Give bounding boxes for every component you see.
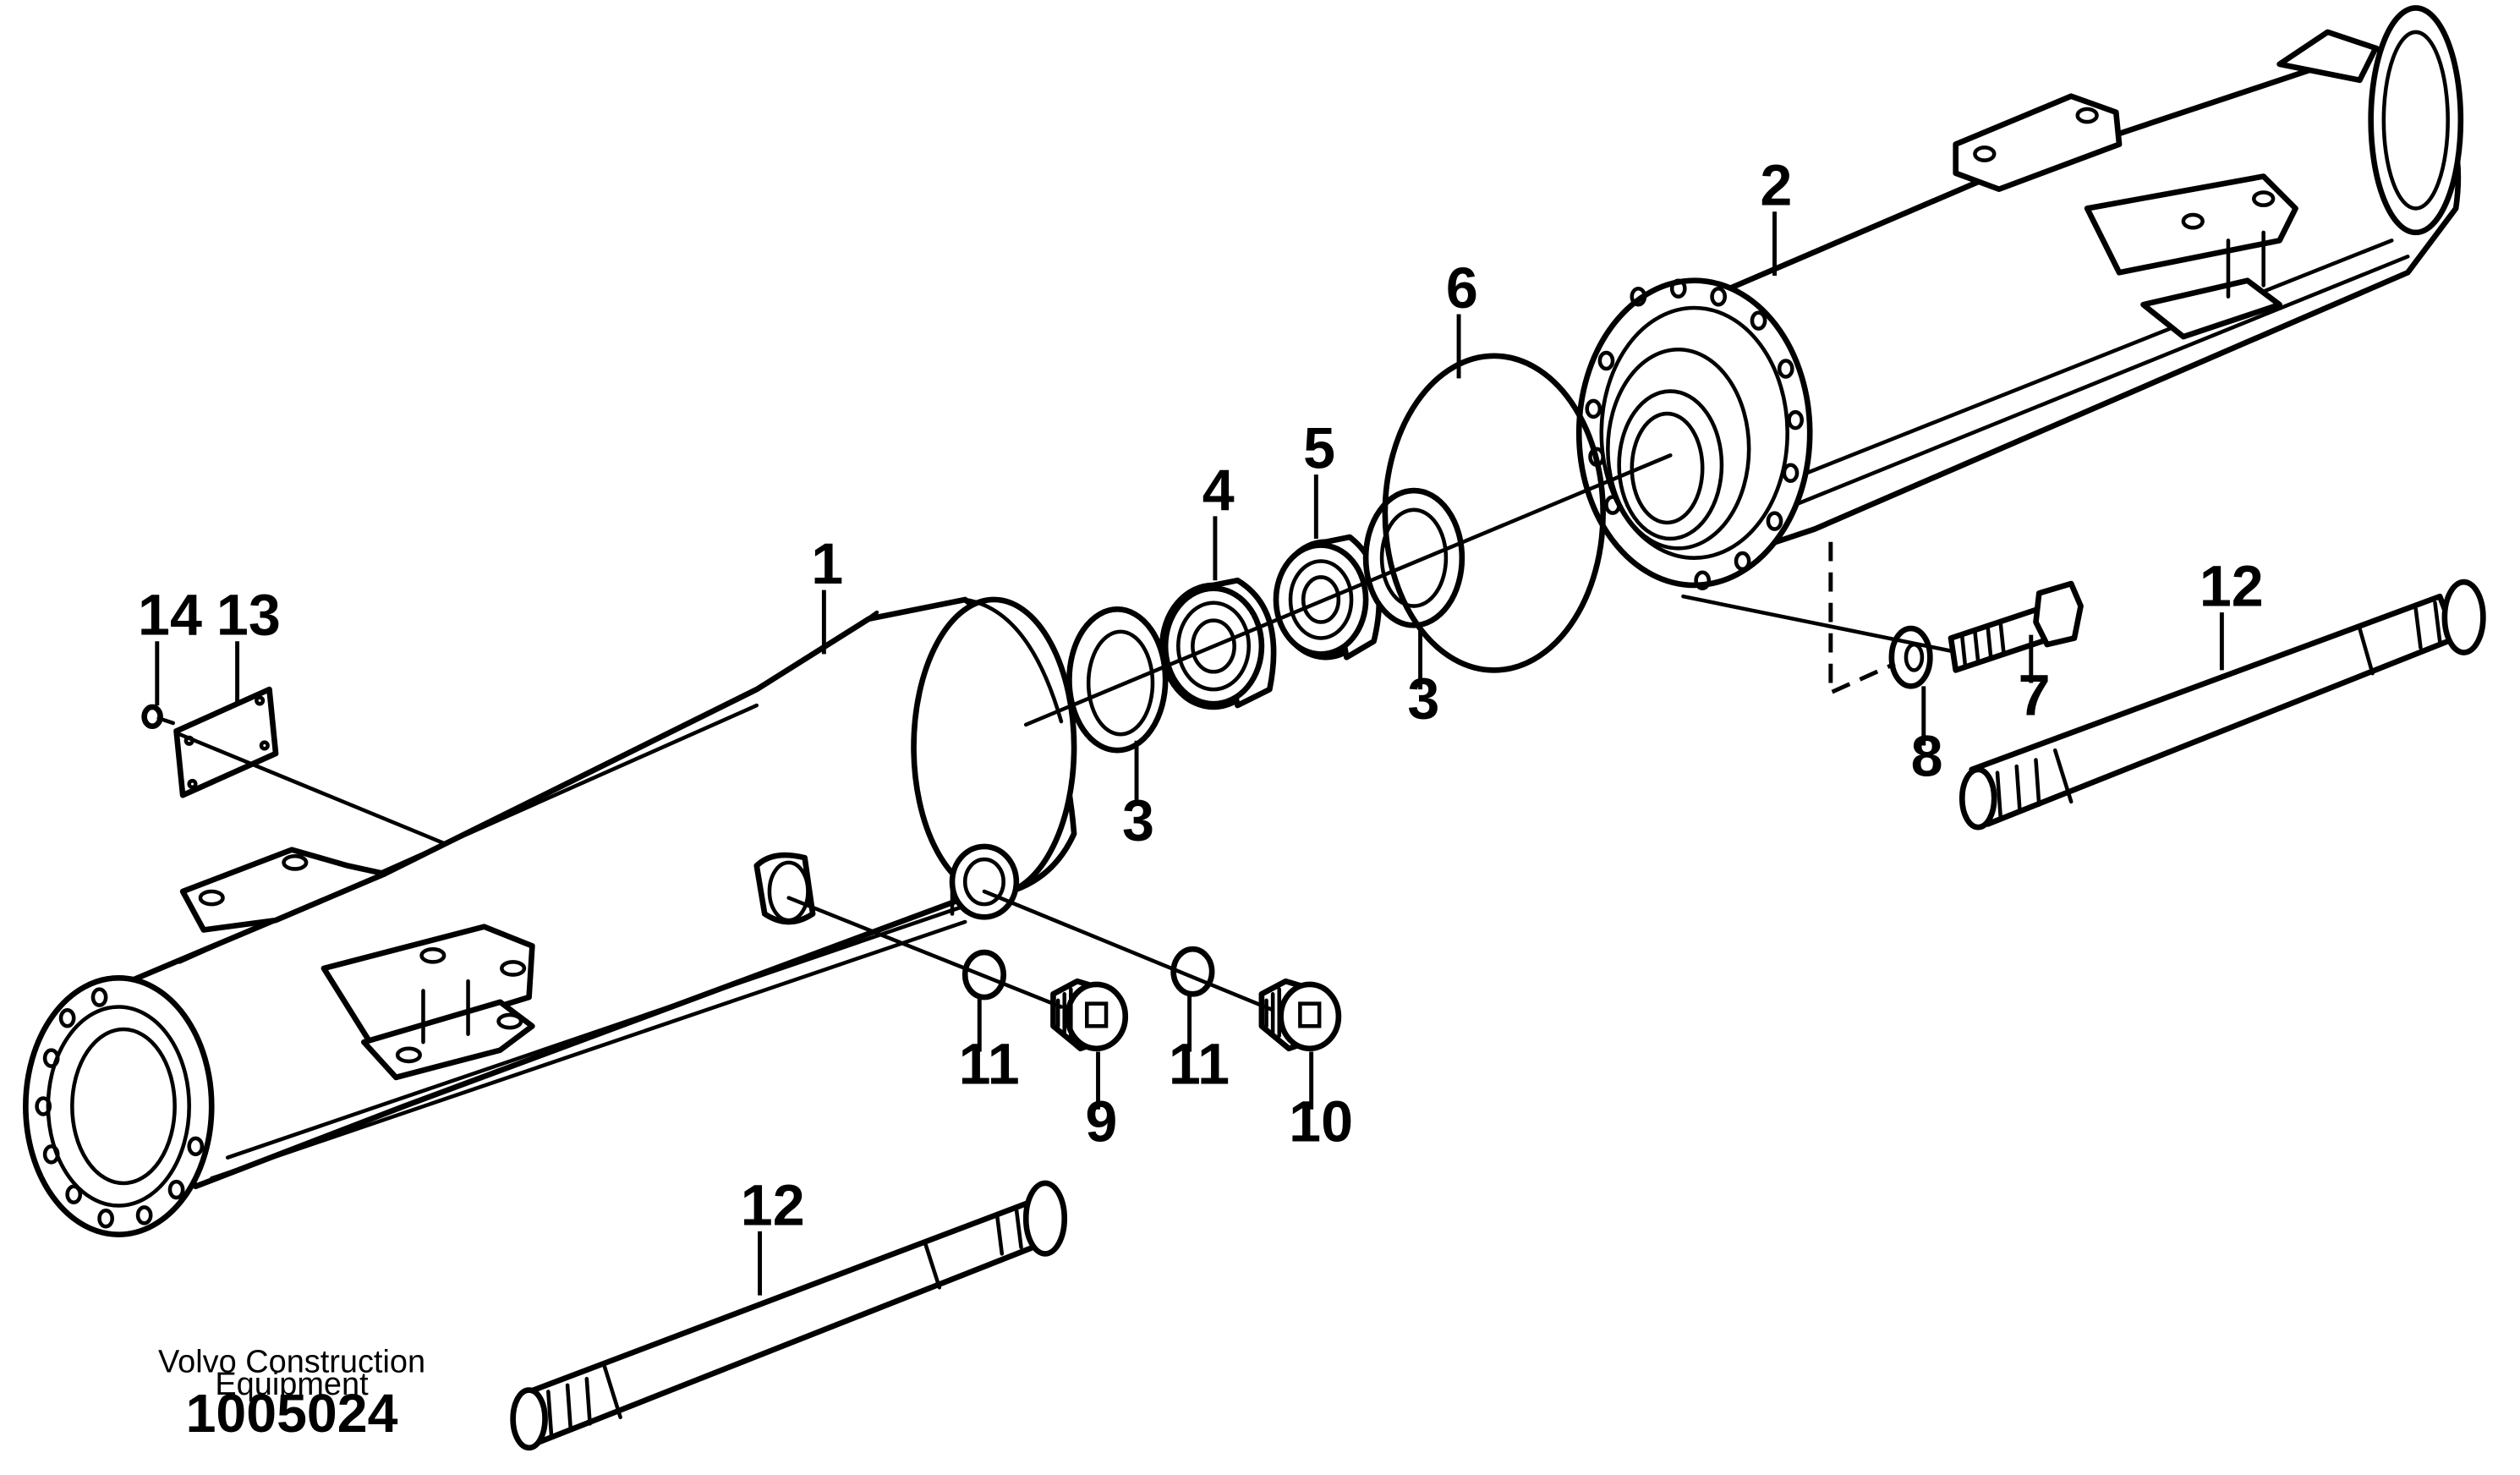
washer-8: [1888, 625, 1933, 689]
plug-9: [1050, 978, 1129, 1052]
callout-1: 1: [811, 532, 843, 596]
hub-bolt-holes: [1585, 278, 1805, 590]
flange-bolt-holes: [35, 987, 205, 1229]
spacer-ring-3-right: [1362, 487, 1465, 628]
drive-shaft-12-left: [510, 1180, 1068, 1451]
bolt-axis: [1681, 594, 1953, 653]
callout-11a: 11: [959, 1032, 1020, 1096]
rivet-14: [141, 704, 176, 730]
callout-12b: 12: [741, 1173, 805, 1237]
axle-housing-right: [1575, 5, 2464, 590]
drawing-number: 1005024: [186, 1383, 398, 1444]
drive-shaft-12-right: [1958, 578, 2486, 831]
brand-line-1: Volvo Construction: [158, 1345, 425, 1380]
port-axis-left: [786, 896, 1064, 1009]
plug-10: [1258, 978, 1342, 1052]
callout-11b: 11: [1169, 1032, 1230, 1096]
callout-3a: 3: [1122, 788, 1154, 853]
o-ring-11-left: [961, 949, 1007, 1001]
assembly-axis: [1023, 453, 1673, 727]
callout-6: 6: [1446, 256, 1478, 321]
callout-8: 8: [1911, 724, 1943, 788]
callout-14: 14: [138, 584, 202, 648]
bearing-4: [1159, 577, 1277, 710]
plate-axis: [178, 732, 446, 846]
callout-4: 4: [1202, 458, 1235, 523]
brand-line-2: Equipment: [215, 1367, 369, 1402]
port-axis-right: [982, 889, 1275, 1012]
o-ring-11-right: [1170, 946, 1215, 997]
axle-housing-left: [23, 596, 1077, 1237]
callout-10: 10: [1289, 1090, 1353, 1154]
footer-block: Volvo Construction Equipment 1005024: [158, 1345, 425, 1444]
spacer-ring-3-left: [1066, 606, 1169, 754]
callout-13: 13: [216, 584, 281, 648]
bolt-7: [1948, 580, 2084, 673]
callout-9: 9: [1085, 1090, 1117, 1154]
callout-5: 5: [1303, 417, 1335, 481]
bolt-reference-dashed: [1828, 541, 1896, 696]
callout-labels: 1 2 3 3 4 5 6 7 8 9 10 11 11 12 12 13 14: [138, 154, 2264, 1238]
callout-3b: 3: [1407, 666, 1439, 731]
name-plate-13: [173, 686, 279, 798]
callout-2: 2: [1760, 154, 1792, 218]
o-ring-6: [1382, 353, 1606, 673]
leader-lines: [155, 211, 2224, 1296]
callout-12a: 12: [2200, 555, 2264, 619]
callout-7: 7: [2019, 663, 2051, 727]
